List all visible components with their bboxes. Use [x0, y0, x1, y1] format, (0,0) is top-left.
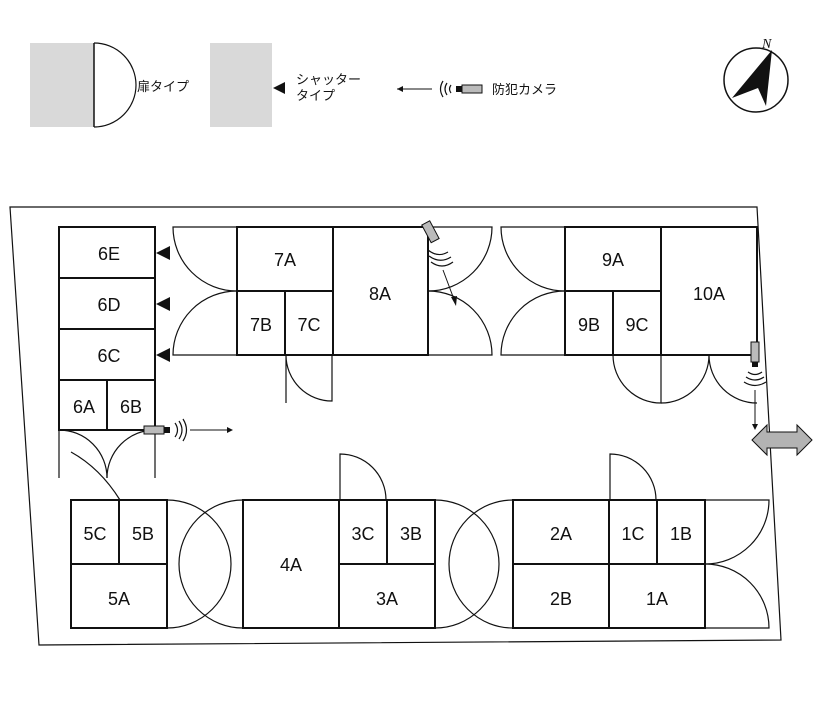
legend-shutter-type: シャッター タイプ: [210, 43, 361, 127]
door-swing-icon: [500, 226, 566, 292]
site-boundary: [9, 206, 782, 646]
unit-4A: 4A: [280, 555, 302, 575]
shutter-triangle-icon: [156, 297, 170, 311]
legend-camera: 防犯カメラ: [397, 80, 557, 98]
arrow-down-icon: [752, 424, 758, 430]
unit-2A: 2A: [550, 524, 572, 544]
shutter-triangle-icon: [156, 246, 170, 260]
legend-camera-label: 防犯カメラ: [492, 82, 557, 97]
camera-icon: [750, 341, 760, 363]
block-9-10: 9A 9B 9C 10A: [500, 226, 767, 430]
doors-3-2: [434, 499, 514, 629]
legend-shutter-label-2: タイプ: [296, 88, 335, 103]
compass-circle: [723, 47, 789, 113]
compass: N: [723, 37, 789, 113]
door-swing-icon: [93, 42, 137, 86]
shutter-triangle-icon: [273, 82, 285, 94]
unit-6A: 6A: [73, 397, 95, 417]
block-5: 5C 5B 5A: [70, 499, 168, 629]
legend-shutter-label-1: シャッター: [296, 72, 361, 87]
arrow-down-icon: [451, 296, 457, 306]
unit-5A: 5A: [108, 589, 130, 609]
door-swing-icon: [427, 226, 493, 292]
shutter-triangle-icon: [156, 348, 170, 362]
unit-1C: 1C: [621, 524, 644, 544]
unit-5B: 5B: [132, 524, 154, 544]
unit-3A: 3A: [376, 589, 398, 609]
camera-icon: [461, 84, 483, 94]
unit-7A: 7A: [274, 250, 296, 270]
door-swing-icon: [704, 499, 770, 565]
arrow-right-icon: [227, 427, 233, 433]
unit-8A: 8A: [369, 284, 391, 304]
door-swing-icon: [285, 354, 333, 403]
door-swing-icon: [166, 499, 232, 565]
unit-3C: 3C: [351, 524, 374, 544]
unit-3B: 3B: [400, 524, 422, 544]
door-swing-icon: [612, 354, 662, 404]
doors-5-4: [166, 499, 244, 629]
legend-door-label: 扉タイプ: [137, 79, 189, 94]
unit-1A: 1A: [646, 589, 668, 609]
door-swing-icon: [58, 429, 108, 479]
unit-6C: 6C: [97, 346, 120, 366]
legend-door-type: 扉タイプ: [30, 42, 189, 128]
north-arrow-icon: [732, 50, 772, 106]
legend: 扉タイプ シャッター タイプ 防犯カメラ: [30, 42, 557, 128]
block-3: 3C 3B 3A: [338, 453, 436, 629]
block-7-8: 7A 7B 7C 8A: [172, 220, 493, 403]
unit-6E: 6E: [98, 244, 120, 264]
unit-9C: 9C: [625, 315, 648, 335]
camera-wave-icon: [427, 249, 449, 256]
unit-7B: 7B: [250, 315, 272, 335]
block-4: 4A: [242, 499, 340, 629]
unit-9B: 9B: [578, 315, 600, 335]
unit-9A: 9A: [602, 250, 624, 270]
door-swing-icon: [434, 499, 500, 565]
compass-north-label: N: [761, 37, 772, 52]
door-swing-icon: [609, 453, 657, 501]
unit-7C: 7C: [297, 315, 320, 335]
camera-wave-icon: [174, 422, 179, 438]
legend-shutter-unit-swatch: [210, 43, 272, 127]
door-swing-icon: [172, 226, 238, 292]
unit-1B: 1B: [670, 524, 692, 544]
block-1-2: 2A 2B 1C 1B 1A: [512, 453, 770, 629]
camera-wave-icon: [747, 371, 763, 376]
legend-door-unit-swatch: [30, 43, 94, 127]
unit-6D: 6D: [97, 295, 120, 315]
unit-5C: 5C: [83, 524, 106, 544]
unit-10A: 10A: [693, 284, 725, 304]
door-swing-icon: [339, 453, 387, 501]
unit-6B: 6B: [120, 397, 142, 417]
block-6: 6E 6D 6C 6A 6B: [58, 226, 233, 501]
entrance-double-arrow-icon: [751, 423, 813, 457]
camera-icon: [421, 220, 440, 244]
unit-2B: 2B: [550, 589, 572, 609]
arrow-left-icon: [397, 86, 403, 92]
camera-icon: [143, 425, 165, 435]
camera-wave-icon: [439, 80, 444, 98]
